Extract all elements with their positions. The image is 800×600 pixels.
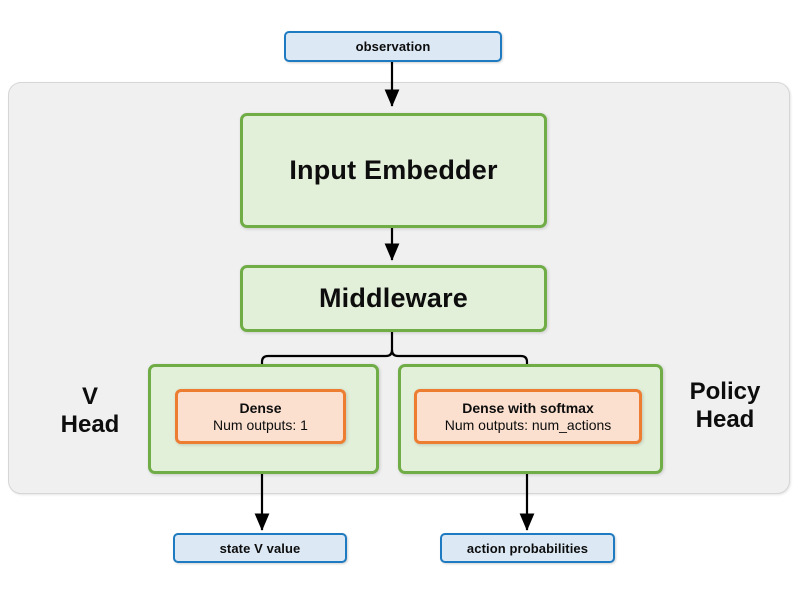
- state-v-value-label: state V value: [219, 540, 301, 556]
- state-v-value-box[interactable]: state V value: [173, 533, 347, 563]
- input-embedder-box[interactable]: Input Embedder: [240, 113, 547, 228]
- observation-box[interactable]: observation: [284, 31, 502, 62]
- v-head-dense-title: Dense: [239, 399, 282, 416]
- action-probabilities-label: action probabilities: [466, 540, 589, 556]
- middleware-box[interactable]: Middleware: [240, 265, 547, 332]
- action-probabilities-box[interactable]: action probabilities: [440, 533, 615, 563]
- policy-head-dense-box[interactable]: Dense with softmax Num outputs: num_acti…: [414, 389, 642, 444]
- v-head-label: V Head: [60, 383, 120, 439]
- observation-label: observation: [355, 39, 431, 54]
- v-head-dense-subtitle: Num outputs: 1: [213, 417, 308, 433]
- policy-head-dense-title: Dense with softmax: [462, 399, 594, 416]
- v-head-dense-box[interactable]: Dense Num outputs: 1: [175, 389, 346, 444]
- middleware-label: Middleware: [318, 283, 469, 313]
- policy-head-label: Policy Head: [689, 378, 761, 434]
- input-embedder-label: Input Embedder: [289, 155, 498, 185]
- policy-head-dense-subtitle: Num outputs: num_actions: [444, 417, 612, 433]
